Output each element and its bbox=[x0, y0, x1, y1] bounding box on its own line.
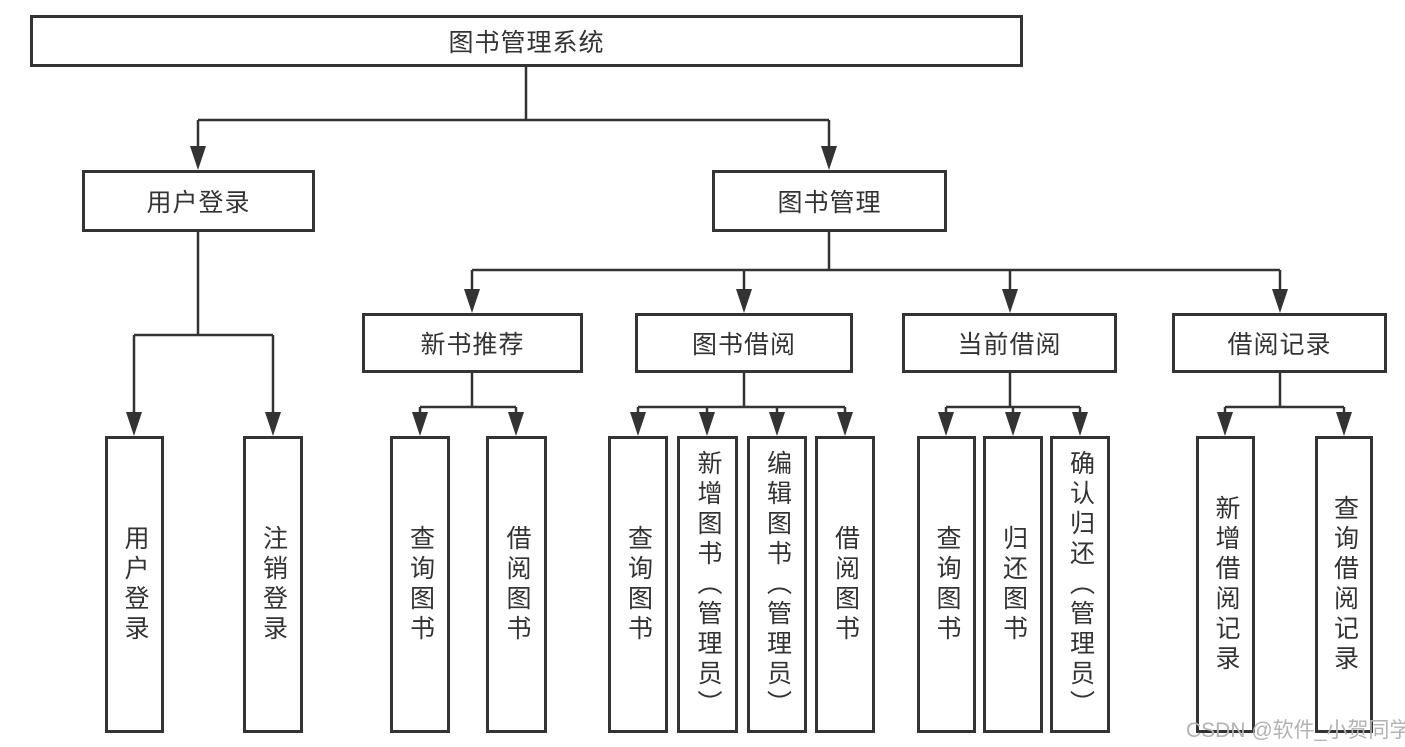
leaf-confirm-return-admin: 确认归还（管理员） bbox=[1050, 436, 1110, 733]
leaf-logout: 注销登录 bbox=[243, 436, 303, 733]
node-root-system: 图书管理系统 bbox=[30, 15, 1023, 67]
connector-lines bbox=[132, 67, 1346, 414]
leaf-edit-book-admin: 编辑图书（管理员） bbox=[747, 436, 807, 733]
node-book-management-module: 图书管理 bbox=[712, 170, 947, 232]
connector-arrowheads bbox=[126, 146, 1352, 436]
leaf-user-login: 用户登录 bbox=[105, 436, 164, 733]
node-borrow-records: 借阅记录 bbox=[1172, 313, 1387, 373]
leaf-recommend-borrow-book: 借阅图书 bbox=[486, 436, 547, 733]
leaf-add-borrow-record: 新增借阅记录 bbox=[1196, 436, 1255, 733]
node-user-login-module: 用户登录 bbox=[82, 170, 315, 232]
leaf-borrow-book: 借阅图书 bbox=[815, 436, 875, 733]
leaf-borrow-query-book: 查询图书 bbox=[608, 436, 668, 733]
node-new-book-recommend: 新书推荐 bbox=[362, 313, 583, 373]
node-book-borrow: 图书借阅 bbox=[635, 313, 853, 373]
csdn-watermark: CSDN @软件_小贺同学 bbox=[1186, 719, 1405, 742]
leaf-current-query-book: 查询图书 bbox=[917, 436, 976, 733]
leaf-recommend-query-book: 查询图书 bbox=[390, 436, 450, 733]
leaf-return-book: 归还图书 bbox=[983, 436, 1043, 733]
leaf-add-book-admin: 新增图书（管理员） bbox=[677, 436, 738, 733]
leaf-query-borrow-record: 查询借阅记录 bbox=[1315, 436, 1373, 733]
node-current-borrow: 当前借阅 bbox=[902, 313, 1117, 373]
